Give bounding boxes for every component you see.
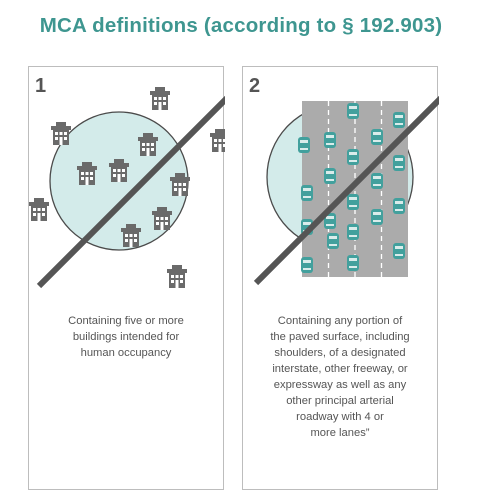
caption: Containing any portion of the paved surf…: [270, 315, 410, 439]
building-icon: [29, 198, 49, 221]
car-icon: [393, 112, 405, 128]
car-icon: [347, 194, 359, 210]
car-icon: [324, 168, 336, 184]
car-icon: [371, 209, 383, 225]
car-icon: [301, 185, 313, 201]
page-title: MCA definitions (according to § 192.903): [39, 14, 443, 37]
building-icon: [210, 129, 225, 152]
roadway-illustration: [253, 95, 439, 286]
building-icon: [77, 162, 97, 185]
panel-buildings: 1: [28, 66, 225, 490]
car-icon: [347, 103, 359, 119]
building-icon: [152, 207, 172, 230]
building-icon: [170, 173, 190, 196]
caption: Containing five or more buildings intend…: [68, 315, 184, 359]
panel-number: 2: [249, 75, 261, 97]
building-icon: [51, 122, 71, 145]
car-icon: [324, 132, 336, 148]
car-icon: [393, 198, 405, 214]
buildings-illustration: [29, 87, 225, 289]
roadway-surface: [302, 101, 408, 277]
building-icon: [150, 87, 170, 110]
building-icon: [167, 265, 187, 288]
car-icon: [347, 255, 359, 271]
car-icon: [324, 213, 336, 229]
car-icon: [298, 137, 310, 153]
car-icon: [393, 155, 405, 171]
slash-line: [36, 95, 225, 289]
car-icon: [347, 149, 359, 165]
slash-line: [253, 95, 439, 286]
building-icon: [109, 159, 129, 182]
car-icon: [347, 224, 359, 240]
panel-number: 1: [35, 75, 47, 97]
car-icon: [371, 173, 383, 189]
car-icon: [301, 257, 313, 273]
car-icon: [327, 233, 339, 249]
car-icon: [393, 243, 405, 259]
building-icon: [138, 133, 158, 156]
building-icon: [121, 224, 141, 247]
car-icon: [371, 129, 383, 145]
panel-roadway: 2: [242, 66, 439, 490]
